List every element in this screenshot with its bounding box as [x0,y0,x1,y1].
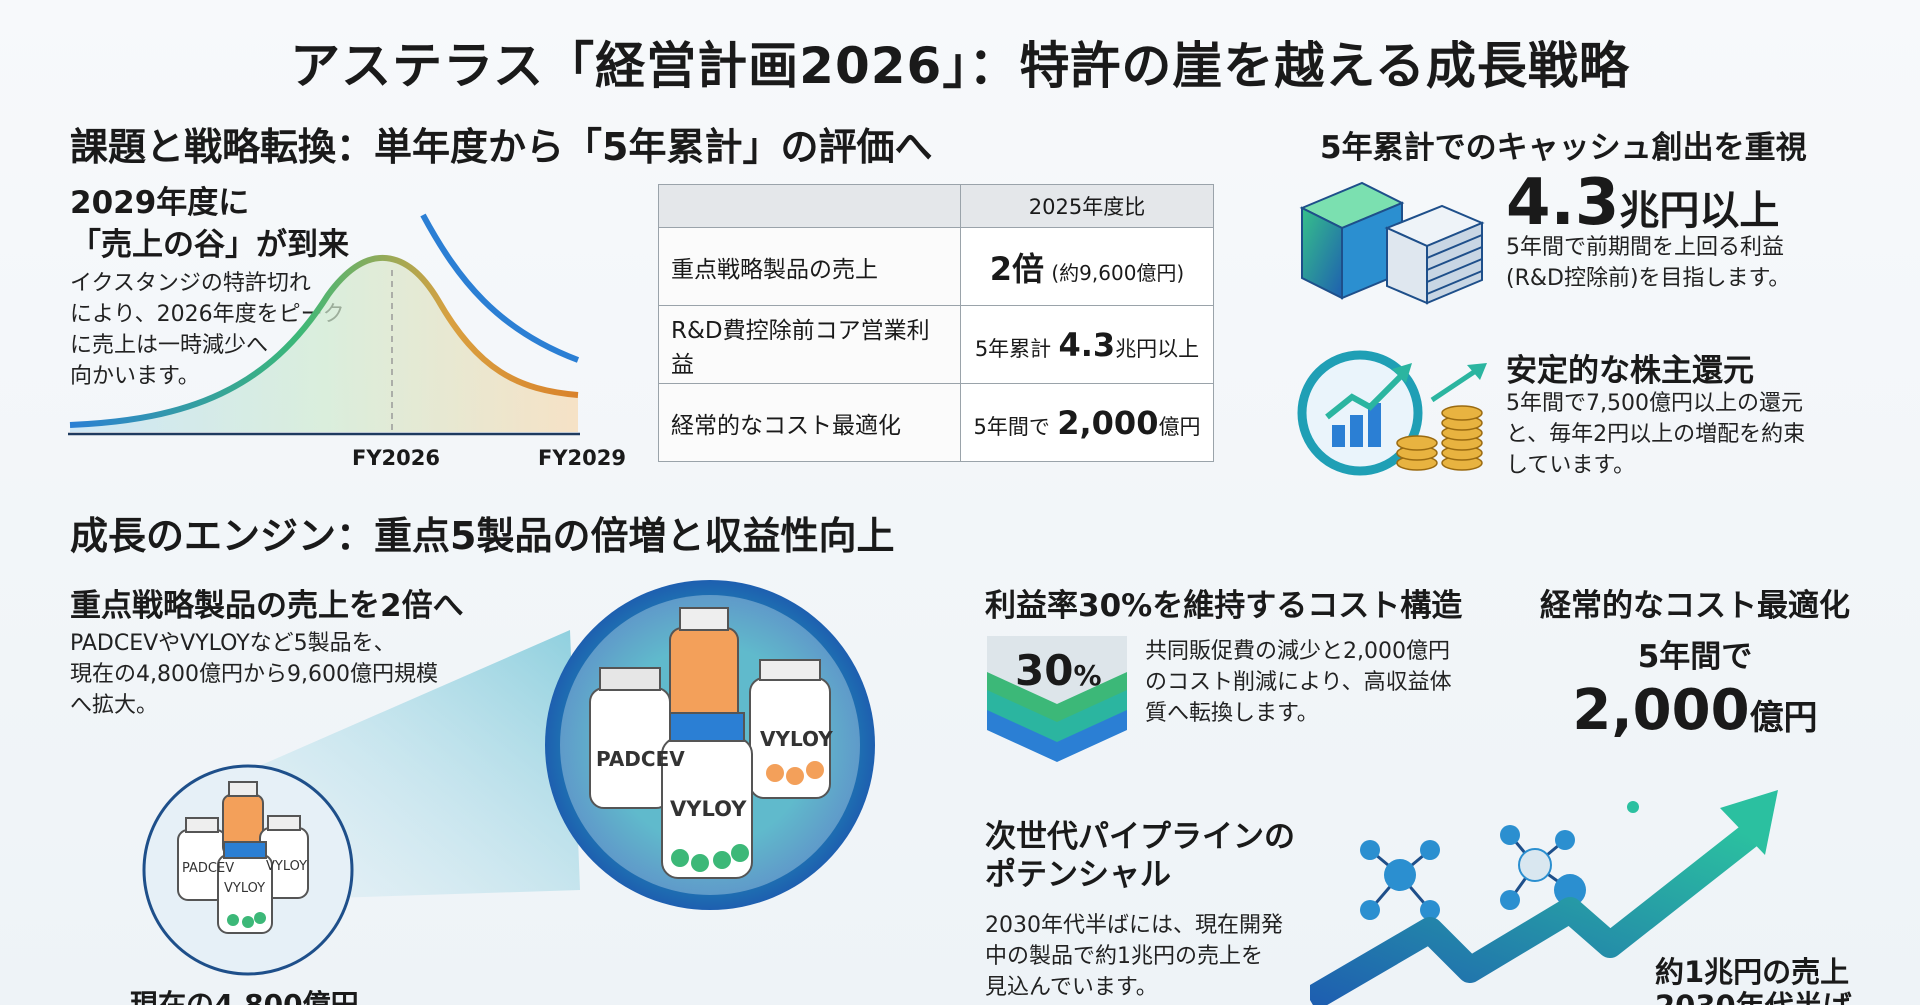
pipeline-heading-line1: 次世代パイプラインの [985,819,1295,855]
valley-area [70,257,578,432]
dividend-text-line: 5年間で7,500億円以上の還元 [1506,391,1803,416]
products-heading: 重点戦略製品の売上を2倍へ [70,588,464,624]
pipeline-text-line: 見込んでいます。 [985,975,1158,1000]
pipeline-caption: 約1兆円の売上 2030年代半ば [1655,955,1852,1005]
value-big: 2,000 [1057,403,1159,442]
small-bottle-orange-icon [222,781,264,856]
pipeline-text-line: 中の製品で約1兆円の売上を [985,944,1263,969]
small-products-circle: PADCEV VYLOY VYLOY [142,764,354,976]
target-table: 2025年度比 重点戦略製品の売上 2倍 (約9,600億円) R&D費控除前コ… [658,184,1214,462]
value-big: 2倍 [989,249,1045,288]
dividend-growth-icon [1297,350,1487,476]
cash-text-line: 5年間で前期間を上回る利益 [1506,235,1784,260]
cost-block: 経常的なコスト最適化 5年間で 2,000億円 [1530,580,1860,743]
large-bottles-graphic: PADCEV VYLOY VYLOY [589,607,833,879]
large-bottle-label: VYLOY [670,797,747,821]
margin-text-line: 共同販促費の減少と2,000億円 [1145,639,1450,664]
value-prefix: 5年累計 [974,336,1052,361]
dividend-text-line: しています。 [1506,453,1636,478]
cost-line1: 経常的なコスト最適化 [1540,588,1850,624]
table-row-label: 重点戦略製品の売上 [658,227,961,306]
products-text-line: へ拡大。 [70,693,159,718]
cash-amount-unit: 兆円以上 [1619,188,1780,234]
valley-text-line: に売上は一時減少へ [70,333,269,358]
valley-title: 2029年度に 「売上の谷」が到来 [70,182,349,266]
valley-text: イクスタンジの特許切れ により、2026年度をピーク に売上は一時減少へ 向かい… [70,268,345,392]
table-row: R&D費控除前コア営業利益 5年累計 4.3兆円以上 [658,305,1214,384]
pipeline-text-line: 2030年代半ばには、現在開発 [985,913,1283,938]
cash-heading: 5年累計でのキャッシュ創出を重視 [1320,130,1807,166]
margin-text-line: のコスト削減により、高収益体 [1145,670,1452,695]
large-bottle-padcev-icon [589,667,671,809]
pipeline-heading-line2: ポテンシャル [985,857,1171,893]
cost-amount-unit: 億円 [1749,698,1818,738]
section-heading-challenge: 課題と戦略転換：単年度から「5年累計」の評価へ [70,125,933,169]
revenue-curve [69,254,579,428]
large-bottle-vyloy-icon [749,659,831,799]
axis-label-fy2029: FY2029 [538,446,626,470]
products-text-line: 現在の4,800億円から9,600億円規模 [70,662,438,687]
margin-heading: 利益率30%を維持するコスト構造 [985,588,1463,624]
pipeline-growth-graphic [1310,790,1778,1005]
table-header-row: 2025年度比 [658,184,1214,228]
small-bottle-vyloy-center-icon [217,841,273,934]
cost-amount-num: 2,000 [1572,678,1750,743]
value-prefix: 5年間で [973,414,1050,439]
pipeline-heading: 次世代パイプラインの ポテンシャル [985,818,1295,894]
table-row-value: 5年累計 4.3兆円以上 [960,305,1214,384]
value-big: 4.3 [1058,325,1116,364]
cash-text-line: (R&D控除前)を目指します。 [1506,266,1791,291]
dividend-text: 5年間で7,500億円以上の還元 と、毎年2円以上の増配を約束 しています。 [1506,388,1805,481]
cash-amount-num: 4.3 [1506,166,1620,240]
pipeline-text: 2030年代半ばには、現在開発 中の製品で約1兆円の売上を 見込んでいます。 [985,910,1283,1003]
cash-text: 5年間で前期間を上回る利益 (R&D控除前)を目指します。 [1506,232,1790,294]
pipeline-caption-line1: 約1兆円の売上 [1655,955,1850,989]
products-text-line: PADCEVやVYLOYなど5製品を、 [70,631,396,656]
large-bottle-vyloy-center-icon [661,712,753,879]
margin-text-line: 質へ転換します。 [1145,701,1319,726]
small-bottle-label: VYLOY [266,859,307,874]
growth-curve [420,213,580,363]
margin-badge-num: 30 [1015,646,1074,695]
section-heading-growth: 成長のエンジン：重点5製品の倍増と収益性向上 [70,514,895,558]
margin-layers-icon [987,636,1127,762]
table-row-label: R&D費控除前コア営業利益 [658,305,961,384]
cash-stack-icon [1299,181,1485,305]
pipeline-caption-line2: 2030年代半ば [1655,989,1852,1005]
large-bottle-label: PADCEV [596,747,685,771]
table-row-value: 2倍 (約9,600億円) [960,227,1214,306]
cash-amount: 4.3兆円以上 [1506,166,1779,240]
margin-text: 共同販促費の減少と2,000億円 のコスト削減により、高収益体 質へ転換します。 [1145,636,1452,729]
revenue-valley-graphic [68,213,580,436]
valley-title-line1: 2029年度に [70,185,250,221]
table-header: 2025年度比 [960,184,1214,228]
valley-text-line: 向かいます。 [70,364,200,389]
table-row: 経常的なコスト最適化 5年間で 2,000億円 [658,383,1214,462]
table-header-blank [658,184,961,228]
value-suffix: 兆円以上 [1115,336,1200,361]
dividend-heading: 安定的な株主還元 [1506,353,1754,389]
cost-line2: 5年間で [1637,639,1753,675]
products-text: PADCEVやVYLOYなど5製品を、 現在の4,800億円から9,600億円規… [70,628,438,721]
small-bottle-label: VYLOY [224,881,265,896]
value-suffix: 億円 [1158,414,1201,439]
small-bottle-label: PADCEV [182,861,234,876]
large-bottle-label: VYLOY [760,727,833,751]
table-row-label: 経常的なコスト最適化 [658,383,961,462]
valley-title-line2: 「売上の谷」が到来 [70,227,349,263]
value-small: (約9,600億円) [1051,260,1185,285]
valley-text-line: により、2026年度をピーク [70,302,345,327]
page-title: アステラス「経営計画2026」：特許の崖を越える成長戦略 [290,37,1630,95]
dividend-text-line: と、毎年2円以上の増配を約束 [1506,422,1806,447]
table-row-value: 5年間で 2,000億円 [960,383,1214,462]
axis-label-fy2026: FY2026 [352,446,440,470]
table-row: 重点戦略製品の売上 2倍 (約9,600億円) [658,227,1214,306]
valley-text-line: イクスタンジの特許切れ [70,271,311,296]
margin-badge: 30% [1015,646,1102,695]
margin-badge-pct: % [1073,659,1102,692]
current-sales-caption: 現在の4,800億円 [130,990,359,1005]
